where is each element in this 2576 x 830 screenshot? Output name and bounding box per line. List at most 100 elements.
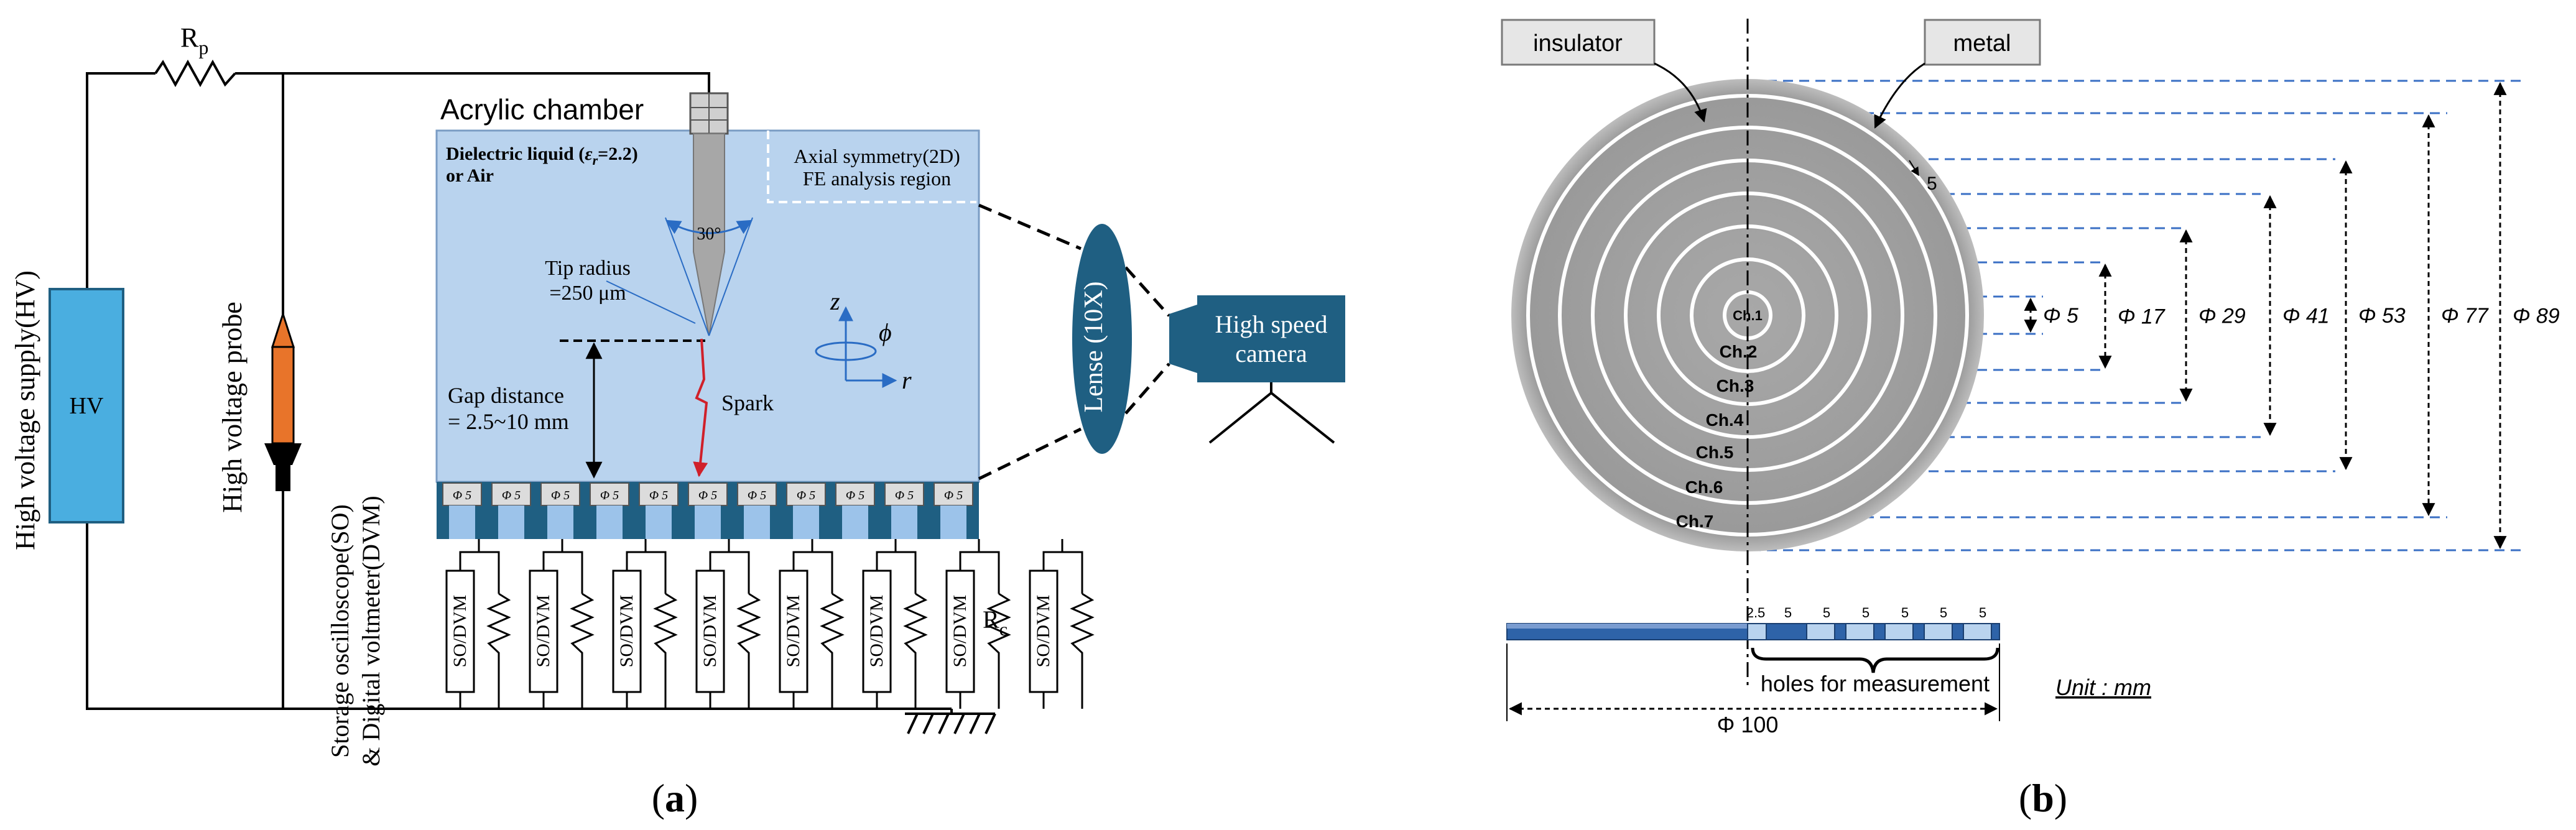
lens (1072, 224, 1132, 454)
fe-region (767, 131, 976, 203)
resistor-wire (979, 551, 1000, 594)
hole-spacing-label: 5 (1862, 605, 1869, 620)
resistor-rp-label: Rp (180, 22, 208, 58)
hole-spacing-label: 5 (1979, 605, 1986, 620)
electrode-label: Φ 5 (797, 489, 815, 502)
resistor-rc (1070, 593, 1095, 709)
lens-line-top (978, 203, 1082, 251)
electrode (737, 482, 777, 506)
electrode (639, 482, 679, 506)
camera-body (1197, 295, 1345, 382)
resistor-rc (653, 593, 678, 709)
holes-brace (1751, 647, 1999, 673)
electrode-label: Φ 5 (502, 489, 521, 502)
electrode-pin (940, 505, 966, 539)
electrode-pin (695, 505, 721, 539)
resistor-rc (736, 593, 761, 709)
electrode-label: Φ 5 (895, 489, 914, 502)
so-dvm-label: SO/DVM (700, 595, 720, 668)
camera-label-2: camera (1235, 339, 1307, 367)
so-dvm-box (445, 569, 475, 693)
electrode-pin (596, 505, 623, 539)
electrode (884, 482, 924, 506)
resistor-wire (646, 551, 667, 594)
measurement-hole (1806, 623, 1835, 640)
ring-gap-label: 5 (1927, 173, 1937, 194)
needle-holder (689, 92, 729, 135)
electrode-label: Φ 5 (453, 489, 471, 502)
axial-label-1: Axial symmetry(2D) (794, 145, 960, 167)
resistor-wire (729, 551, 750, 594)
camera-lens-cone (1169, 305, 1197, 373)
diameter-label: Φ 53 (2358, 304, 2406, 328)
electrode-pin (744, 505, 770, 539)
hv-box-label: HV (70, 393, 104, 419)
diameter-label: Φ 77 (2441, 304, 2489, 328)
cone-angle-label: 30° (697, 224, 721, 244)
electrode (590, 482, 629, 506)
channel-label: Ch.2 (1720, 342, 1758, 361)
electrode (491, 482, 531, 506)
channel-label: Ch.1 (1733, 308, 1763, 323)
electrode-label: Φ 5 (748, 489, 766, 502)
probe-wire (792, 539, 813, 571)
electrode-pin (891, 505, 917, 539)
dielectric-label-2: or Air (446, 165, 494, 186)
total-diameter-label: Φ 100 (1717, 712, 1779, 737)
coordinate-axes (815, 306, 897, 388)
panel-a: Rp HV High voltage supply(HV) High volta… (10, 22, 1345, 820)
resistor-rc (486, 593, 511, 709)
so-dvm-box (945, 569, 975, 693)
resistor-rc-label: Rc (983, 606, 1008, 640)
electrode (835, 482, 875, 506)
hv-probe-label: High voltage probe (217, 302, 248, 513)
resistor-wire (812, 551, 833, 594)
gap-label: Gap distance (448, 383, 564, 408)
axial-label-2: FE analysis region (803, 167, 951, 190)
so-dvm-label: SO/DVM (616, 595, 637, 668)
electrode-pin (547, 505, 573, 539)
electrode (540, 482, 580, 506)
electrode-pin (498, 505, 524, 539)
channel-labels: Ch.1Ch.2Ch.3Ch.4Ch.5Ch.6Ch.7 (1676, 308, 1763, 531)
hole-spacing-label: 5 (1901, 605, 1909, 620)
electrode-pin (842, 505, 868, 539)
axis-phi: ϕ (879, 318, 892, 346)
hole-spacing-label: 5 (1823, 605, 1830, 620)
measurement-hole (1845, 623, 1874, 640)
tip-radius-label: Tip radius (545, 257, 631, 280)
spark (693, 338, 708, 477)
probe-wire (876, 539, 897, 571)
electrode-label: Φ 5 (551, 489, 570, 502)
channel-label: Ch.6 (1685, 477, 1723, 497)
resistor-rc (820, 593, 845, 709)
resistor-rp (154, 59, 236, 88)
hole-spacing-label: 5 (1784, 605, 1792, 620)
electrode-pin (449, 505, 475, 539)
so-dvm-box (612, 569, 642, 693)
resistor-wire (1062, 551, 1083, 594)
measurement-hole (1747, 623, 1767, 640)
insulator-leader (1654, 62, 1707, 123)
resistor-rc (903, 593, 928, 709)
diameter-label: Φ 17 (2118, 305, 2166, 329)
camera-tripod (1208, 382, 1335, 444)
so-dvm-label: SO/DVM (783, 595, 804, 668)
lens-camera-line-bottom (1124, 362, 1170, 415)
channel-label: Ch.5 (1696, 443, 1734, 462)
axis-z: z (830, 287, 840, 315)
scope-label-2: & Digital voltmeter(DVM) (357, 496, 385, 766)
probe-wire (542, 539, 563, 571)
electrode-label: Φ 5 (698, 489, 717, 502)
insulator-box (1501, 19, 1656, 66)
diameter-label: Φ 89 (2513, 305, 2560, 328)
so-dvm-box (529, 569, 558, 693)
ring-groove (1690, 257, 1805, 373)
cone-angle-arc (665, 219, 753, 234)
